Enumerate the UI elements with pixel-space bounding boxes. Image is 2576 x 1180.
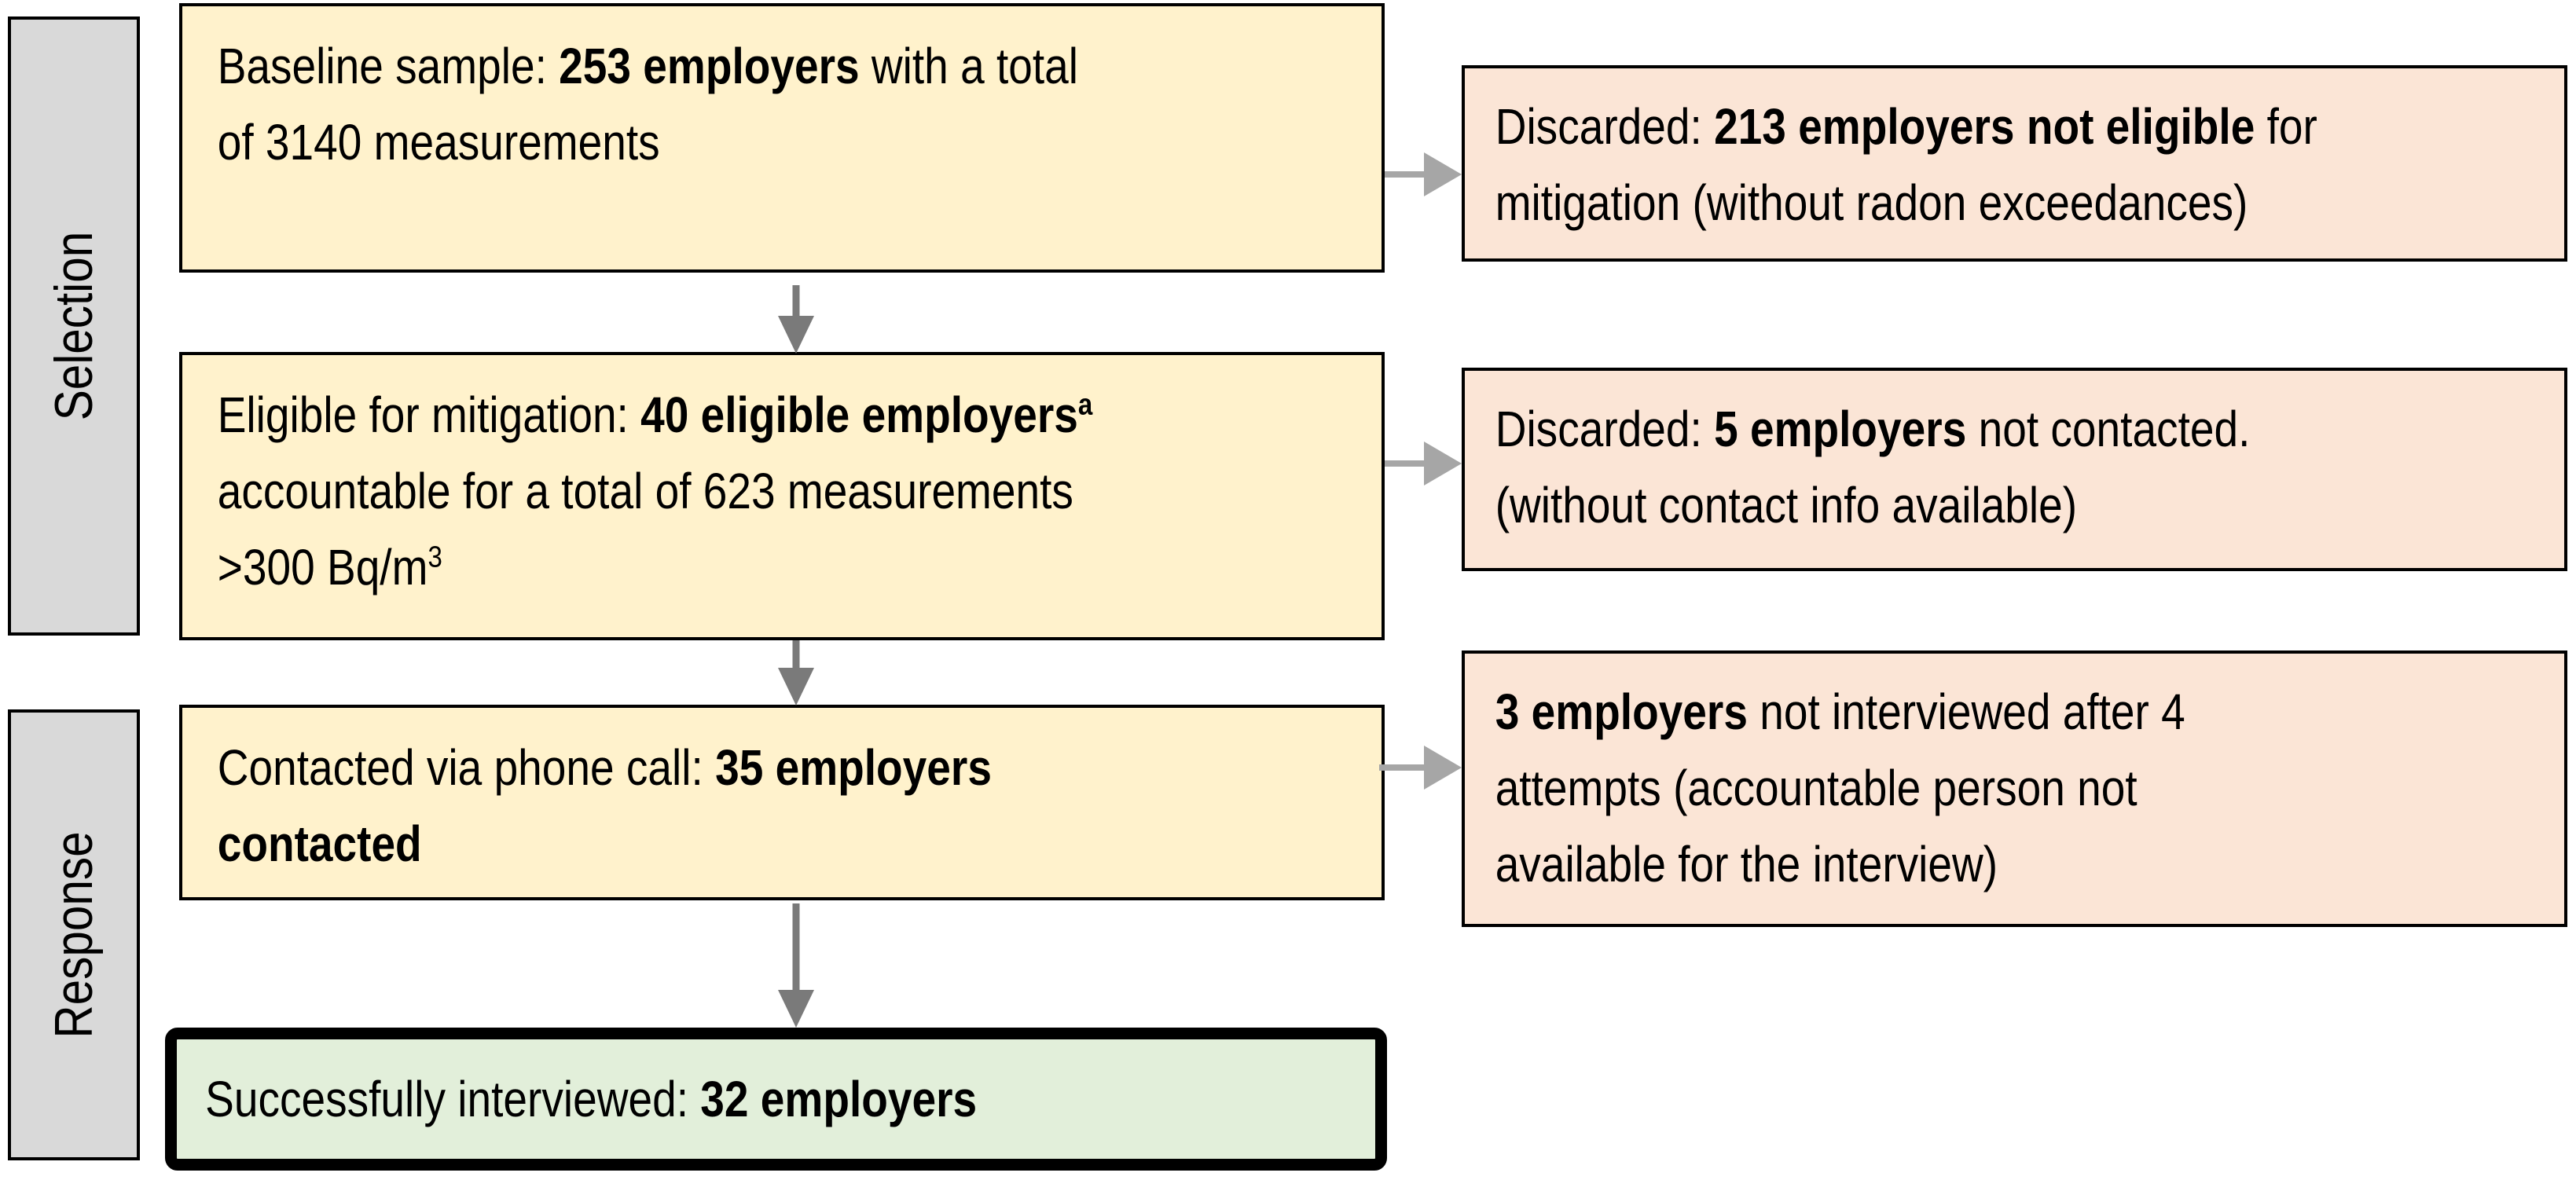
box-discarded-not-contacted: Discarded: 5 employers not contacted.(wi… (1462, 368, 2567, 571)
arrow-head (1424, 152, 1462, 196)
arrow-head (1424, 746, 1462, 790)
box-text: Discarded: 5 employers not contacted.(wi… (1495, 401, 2251, 533)
box-text: Baseline sample: 253 employers with a to… (217, 38, 1079, 170)
right-arrow-icon (1385, 442, 1462, 486)
box-baseline-sample: Baseline sample: 253 employers with a to… (179, 3, 1385, 273)
box-discarded-not-eligible: Discarded: 213 employers not eligible fo… (1462, 65, 2567, 262)
arrow-shaft (792, 640, 800, 669)
box-text: Successfully interviewed: 32 employers (205, 1070, 978, 1127)
box-eligible-for-mitigation: Eligible for mitigation: 40 eligible emp… (179, 352, 1385, 640)
right-arrow-icon (1385, 152, 1462, 196)
arrow-shaft (792, 285, 800, 317)
arrow-head (778, 316, 814, 354)
stage-label-selection-text: Selection (44, 231, 104, 421)
arrow-shaft (1385, 171, 1425, 178)
down-arrow-icon (778, 285, 814, 354)
stage-label-response: Response (8, 709, 140, 1160)
arrow-shaft (1379, 764, 1425, 771)
box-text: Discarded: 213 employers not eligible fo… (1495, 98, 2317, 231)
stage-label-response-text: Response (44, 831, 105, 1039)
arrow-head (778, 990, 814, 1028)
right-arrow-icon (1379, 746, 1462, 790)
arrow-head (1424, 442, 1462, 486)
arrow-shaft (1385, 460, 1425, 467)
arrow-head (778, 668, 814, 705)
box-text: Eligible for mitigation: 40 eligible emp… (217, 387, 1093, 595)
down-arrow-icon (778, 640, 814, 705)
box-successfully-interviewed: Successfully interviewed: 32 employers (165, 1028, 1387, 1171)
down-arrow-icon (778, 903, 814, 1028)
arrow-shaft (792, 903, 800, 991)
stage-label-selection: Selection (8, 16, 140, 636)
